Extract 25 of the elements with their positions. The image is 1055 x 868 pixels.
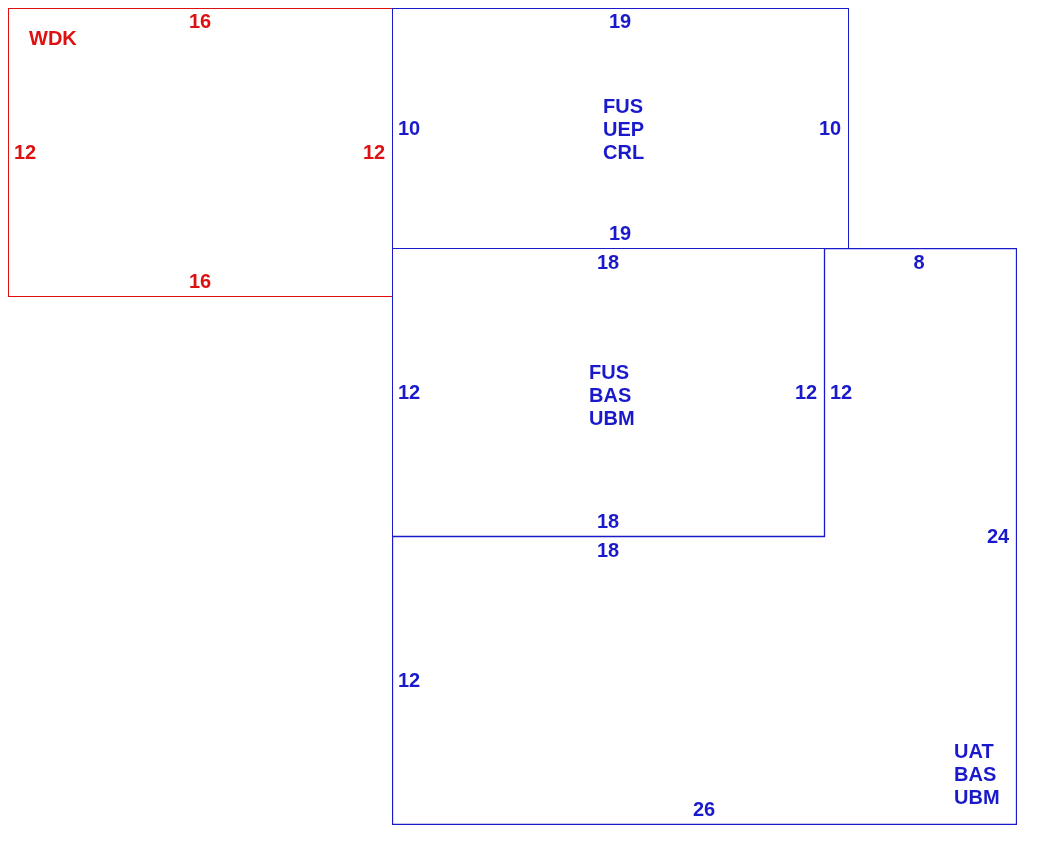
dimension-label: 12 [829, 381, 853, 403]
dimension-label: 10 [397, 117, 421, 139]
dimension-label: 12 [362, 141, 386, 163]
dimension-label: 19 [608, 222, 632, 244]
dimension-label: 18 [596, 539, 620, 561]
dimension-label: 12 [13, 141, 37, 163]
dimension-label: 8 [913, 251, 925, 273]
room-label: WDK [29, 27, 77, 50]
room-label: FUS UEP CRL [603, 95, 645, 164]
dimension-label: 24 [986, 525, 1010, 547]
room-outline [392, 8, 849, 249]
dimension-label: 18 [596, 510, 620, 532]
dimension-label: 26 [692, 798, 716, 820]
room-outline [392, 248, 1017, 825]
dimension-label: 16 [188, 10, 212, 32]
room-outline [8, 8, 393, 297]
room-label: UAT BAS UBM [954, 740, 1000, 809]
dimension-label: 12 [397, 669, 421, 691]
dimension-label: 12 [794, 381, 818, 403]
dimension-label: 10 [818, 117, 842, 139]
dimension-label: 19 [608, 10, 632, 32]
dimension-label: 18 [596, 251, 620, 273]
room-label: FUS BAS UBM [589, 361, 635, 430]
dimension-label: 12 [397, 381, 421, 403]
dimension-label: 16 [188, 270, 212, 292]
